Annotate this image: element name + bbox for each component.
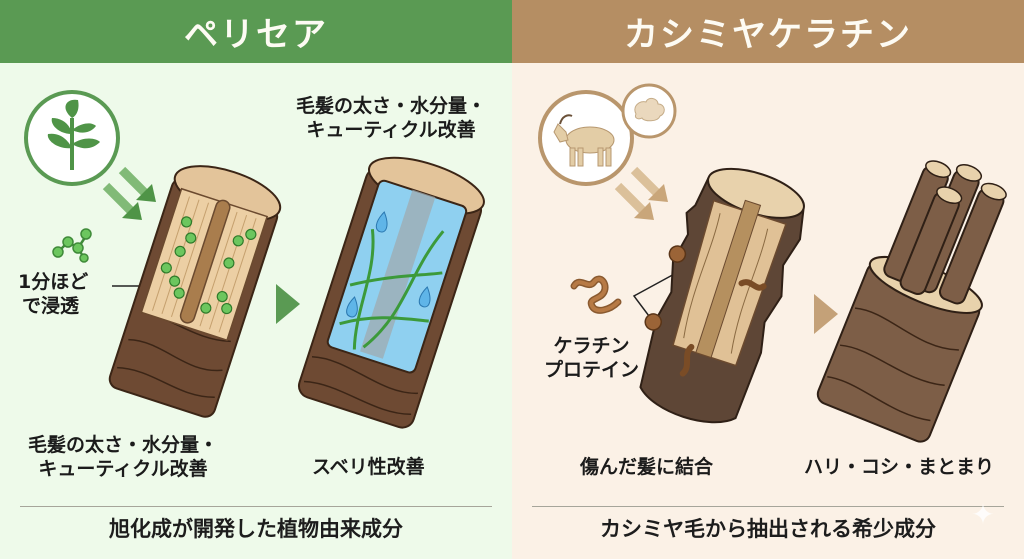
cashmere-keratin-panel: カシミヤケラチン ケラチン プロテイン bbox=[512, 0, 1024, 559]
keratin-protein-icon bbox=[570, 275, 622, 314]
plant-sprout-icon bbox=[24, 90, 120, 186]
hair-strand-cutaway-icon bbox=[108, 165, 282, 418]
step1-caption: 傷んだ髪に結合 bbox=[580, 456, 714, 478]
step2-caption: スベリ性改善 bbox=[312, 456, 425, 478]
cashmere-keratin-header: カシミヤケラチン bbox=[512, 0, 1024, 63]
periceer-title: ペリセア bbox=[184, 15, 328, 55]
cashmere-keratin-footer: カシミヤ毛から抽出される希少成分 bbox=[600, 517, 936, 541]
footer-divider bbox=[20, 506, 492, 507]
sparkle-icon: ✦ bbox=[971, 498, 995, 531]
strengthened-hair-bundle-icon bbox=[816, 160, 1007, 443]
penetration-label: 1分ほど で浸透 bbox=[18, 271, 89, 317]
step2-caption: ハリ・コシ・まとまり bbox=[804, 456, 995, 478]
wool-tuft-icon bbox=[621, 83, 677, 139]
periceer-panel: ペリセア 1分ほど で浸透 bbox=[0, 0, 512, 559]
footer-divider bbox=[532, 506, 1004, 507]
penetration-arrows-icon bbox=[102, 166, 156, 220]
protein-label: ケラチン プロテイン bbox=[544, 335, 640, 381]
goat-icon bbox=[538, 90, 634, 186]
cashmere-keratin-title: カシミヤケラチン bbox=[624, 15, 912, 55]
supply-arrows-icon bbox=[614, 166, 668, 220]
periceer-footer: 旭化成が開発した植物由来成分 bbox=[109, 517, 403, 541]
damaged-hair-strand-icon bbox=[639, 167, 805, 424]
periceer-header: ペリセア bbox=[0, 0, 512, 63]
step-arrow-icon bbox=[276, 284, 300, 324]
hydrated-hair-strand-icon bbox=[297, 156, 485, 429]
molecule-icon bbox=[52, 228, 92, 263]
top-callout: 毛髪の太さ・水分量・ キューティクル改善 bbox=[296, 95, 487, 141]
step-arrow-icon bbox=[814, 294, 838, 334]
step1-caption: 毛髪の太さ・水分量・ キューティクル改善 bbox=[28, 434, 219, 480]
